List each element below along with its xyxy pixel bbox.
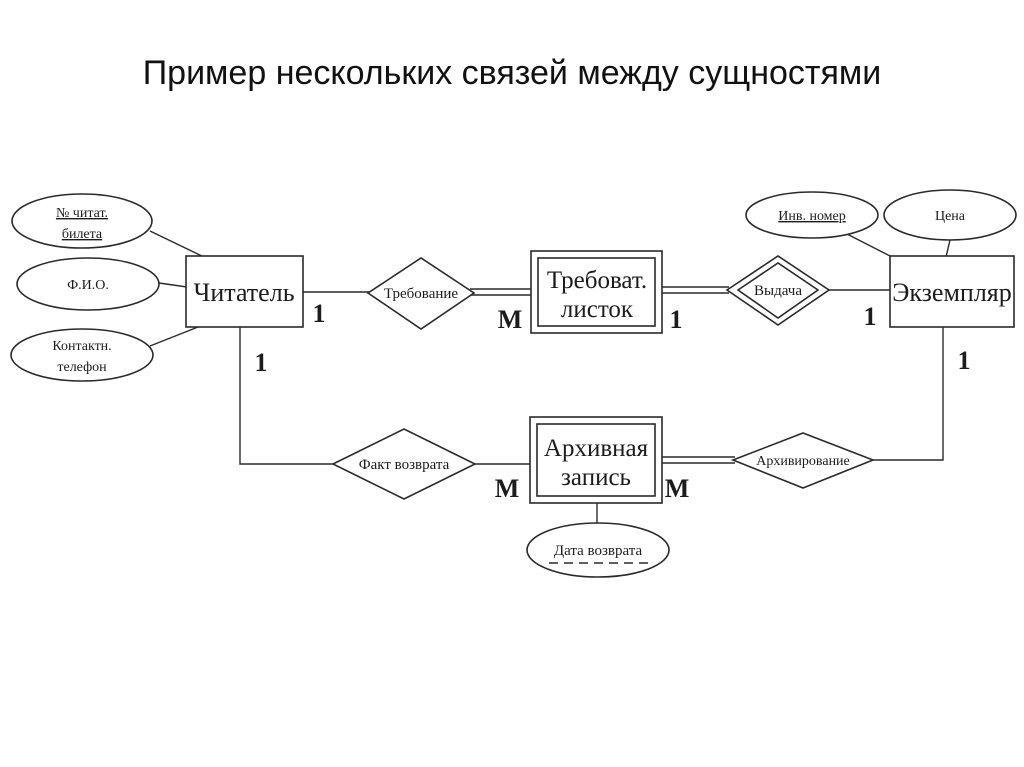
entity-request-sheet-label-line1: Требоват. — [547, 267, 647, 294]
labels: Читатель Требоват. листок Экземпляр Архи… — [52, 206, 1011, 559]
relationship-archiving-label: Архивирование — [756, 454, 850, 469]
cardinality-copy-archiving: 1 — [958, 346, 971, 375]
page-title: Пример нескольких связей между сущностям… — [142, 54, 882, 92]
entity-request-sheet-box-inner — [537, 257, 656, 327]
entity-archive-record-label-line2: запись — [561, 464, 631, 491]
attribute-ellipse-full-name — [16, 257, 160, 311]
relationship-return-fact-diamond — [331, 428, 477, 500]
attribute-reader-ticket-no-label-line2: билета — [62, 227, 103, 242]
attribute-inventory-no-label: Инв. номер — [778, 209, 846, 224]
attribute-ellipse-contact-phone — [10, 328, 154, 382]
relationship-archiving-diamond — [730, 432, 876, 489]
cardinality-archive-archiving: М — [665, 474, 690, 503]
attribute-contact-phone-label-line1: Контактн. — [52, 339, 111, 354]
entity-copy-label: Экземпляр — [892, 278, 1012, 307]
connectors — [149, 230, 951, 524]
relationship-issue-label: Выдача — [754, 283, 802, 299]
connector-invno-copy — [844, 232, 893, 258]
connector-fio-reader — [158, 282, 188, 288]
attribute-ellipse-price — [883, 189, 1017, 241]
entity-shapes — [185, 250, 1015, 504]
attribute-reader-ticket-no-label-line1: № читат. — [56, 206, 108, 221]
cardinality-sheet-issue: 1 — [670, 305, 683, 334]
entity-archive-record-box-inner — [536, 423, 656, 497]
connector-phone-reader — [149, 326, 199, 347]
entity-archive-record-label-line1: Архивная — [544, 435, 649, 462]
attribute-ellipse-reader-ticket-no — [11, 193, 153, 249]
relationship-request-diamond — [366, 257, 476, 330]
entity-copy-box — [889, 255, 1015, 328]
cardinality-archive-return: М — [495, 474, 520, 503]
relationship-shapes — [331, 255, 876, 500]
connector-copy-archiving — [872, 327, 944, 461]
attribute-full-name-label: Ф.И.О. — [67, 278, 109, 293]
cardinality-sheet-request: М — [498, 305, 523, 334]
relationship-return-fact-label: Факт возврата — [359, 457, 450, 473]
attribute-contact-phone-label-line2: телефон — [57, 360, 107, 375]
entity-reader-box — [185, 255, 304, 328]
attribute-price-label: Цена — [935, 209, 966, 224]
entity-request-sheet-label-line2: листок — [561, 296, 634, 323]
attribute-return-date-label: Дата возврата — [554, 543, 643, 559]
cardinality-copy-issue: 1 — [864, 302, 877, 331]
connector-price-copy — [945, 239, 951, 258]
connector-ticketno-reader — [149, 230, 207, 259]
cardinality-reader-request: 1 — [313, 299, 326, 328]
relationship-issue-diamond-inner — [736, 262, 820, 319]
attribute-ellipse-return-date — [526, 522, 670, 578]
relationship-request-label: Требование — [384, 286, 458, 302]
cardinality-reader-return: 1 — [255, 348, 268, 377]
attribute-ellipse-inventory-no — [745, 191, 879, 239]
attribute-shapes — [10, 189, 1017, 578]
entity-reader-label: Читатель — [193, 278, 294, 307]
connector-reader-returnfact — [239, 327, 335, 465]
